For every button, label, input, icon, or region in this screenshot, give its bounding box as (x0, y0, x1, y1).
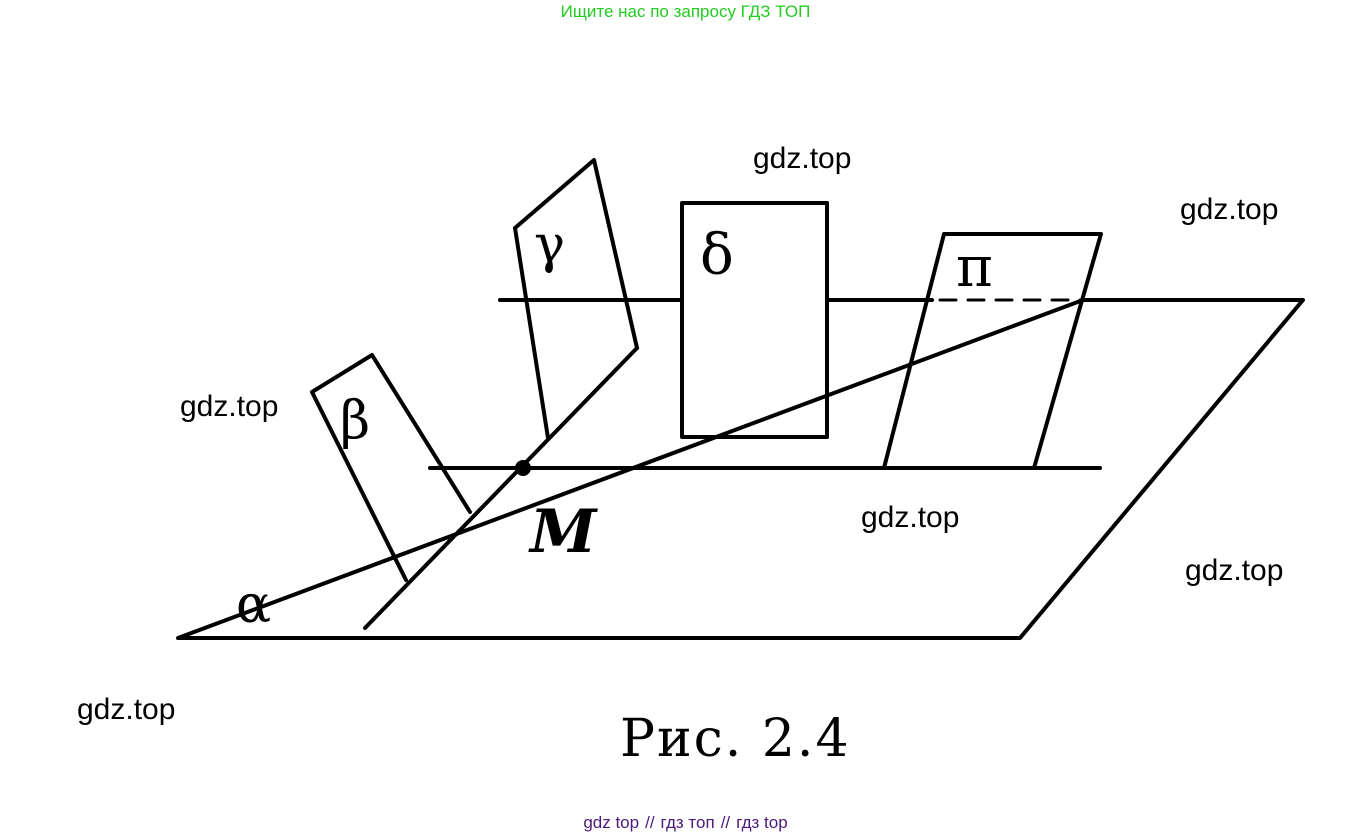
watermark: gdz.top (753, 142, 852, 175)
footer-separator: // (645, 813, 655, 832)
footer-separator: // (720, 813, 731, 832)
plane-delta (680, 201, 829, 439)
label-point-m: M (528, 497, 598, 567)
label-beta: β (340, 391, 370, 451)
watermark: gdz.top (1185, 554, 1284, 587)
point-m (515, 460, 531, 476)
footer-link-gdz-top[interactable]: gdz top (583, 813, 640, 832)
top-banner: Ищите нас по запросу ГДЗ ТОП (0, 0, 1371, 24)
banner-text: Ищите нас по запросу ГДЗ ТОП (560, 2, 811, 21)
watermark: gdz.top (1180, 193, 1279, 226)
footer-links: gdz top // гдз топ // гдз top (0, 810, 1371, 836)
label-alpha: α (236, 575, 271, 635)
footer-link-gdz-top-mixed[interactable]: гдз top (736, 813, 788, 832)
plane-pi (882, 232, 1103, 470)
watermark: gdz.top (77, 693, 176, 726)
plane-beta (310, 353, 472, 582)
watermark: gdz.top (180, 390, 279, 423)
line-m-oblique (363, 346, 639, 630)
label-gamma: γ (534, 215, 565, 275)
label-delta: δ (700, 223, 734, 288)
plane-gamma (513, 158, 639, 440)
figure-caption: Рис. 2.4 (620, 709, 851, 769)
footer-link-gdz-top-ru[interactable]: гдз топ (660, 813, 715, 832)
watermark: gdz.top (861, 501, 960, 534)
label-pi: π (956, 235, 993, 300)
